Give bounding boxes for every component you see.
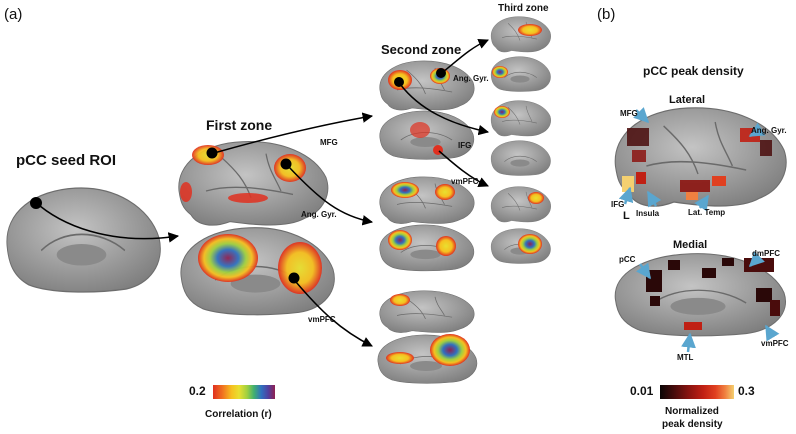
region-label-pcc: pCC (619, 255, 636, 264)
density-colorbar-label-line1: Normalized (665, 406, 719, 417)
arrow-vmpfc-first (295, 281, 373, 347)
region-label-mfg: MFG (620, 109, 638, 118)
third-zone-map-5 (528, 192, 544, 204)
label-vmpfc-2: vmPFC (451, 177, 479, 186)
panel-a-arrows (39, 39, 490, 347)
second-zone-title: Second zone (381, 42, 461, 57)
seed-roi-marker (30, 197, 42, 209)
region-label-ifg: IFG (611, 200, 624, 209)
lateral-view-label: Lateral (669, 94, 705, 106)
second-zone-vmpfc-medial-map-2 (386, 352, 414, 364)
third-zone-map-2 (492, 66, 508, 78)
second-zone-mfg-medial-map (410, 122, 430, 138)
label-ifg-2: IFG (458, 141, 471, 150)
panel-b-title: pCC peak density (643, 64, 744, 78)
region-label-dmpfc: dmPFC (752, 249, 780, 258)
third-zone-brain-5 (490, 186, 552, 223)
density-colorbar (660, 385, 734, 399)
density-colorbar-label-line2: peak density (662, 419, 723, 430)
seed-roi-title: pCC seed ROI (16, 152, 116, 169)
first-zone-medial-vmpfc-map (278, 242, 322, 294)
seed-brain-medial (5, 186, 162, 294)
correlation-colorbar-min: 0.2 (189, 384, 206, 398)
third-zone-brain-1 (490, 16, 552, 53)
panel-b-label: (b) (597, 6, 615, 23)
arrow-anggyr-first (287, 165, 374, 226)
third-zone-brain-3 (490, 100, 552, 137)
first-zone-medial-pcc-map (198, 234, 258, 282)
medial-view-label: Medial (673, 239, 707, 251)
first-zone-vmpfc-marker (288, 272, 300, 284)
third-zone-map-1 (518, 24, 542, 36)
first-zone-title: First zone (206, 117, 272, 133)
region-label-mtl: MTL (677, 353, 694, 362)
arrow-vmpfc-second (438, 150, 489, 187)
arrow-ifg-second (399, 83, 490, 136)
second-zone-vmpfc-lateral-map (390, 294, 410, 306)
label-mfg-1: MFG (320, 138, 338, 147)
label-anggyr-2: Ang. Gyr. (453, 74, 489, 83)
hemisphere-label: L (623, 210, 630, 222)
second-zone-vmpfc-medial-map (430, 334, 470, 366)
label-vmpfc-1: vmPFC (308, 315, 336, 324)
panel-a-label: (a) (4, 6, 22, 23)
region-label-lattemp: Lat. Temp (688, 208, 725, 217)
third-zone-map-6 (518, 234, 542, 254)
region-label-insula: Insula (636, 209, 660, 218)
third-zone-map-3 (494, 106, 510, 118)
arrow-anggyr-second (442, 39, 489, 73)
correlation-colorbar-label: Correlation (r) (205, 409, 272, 420)
second-zone-anggyr-lateral-map-2 (435, 184, 455, 200)
first-zone-mfg-marker (206, 147, 218, 159)
second-zone-mfg-marker-1 (394, 77, 404, 87)
third-zone-title: Third zone (498, 3, 549, 14)
first-zone-lateral-temp-map (228, 193, 268, 203)
region-label-anggyr: Ang. Gyr. (751, 126, 787, 135)
third-zone-brain-4 (490, 140, 551, 176)
arrow-seed-to-first (39, 205, 180, 243)
arrow-mfg-first (213, 112, 374, 154)
density-colorbar-min: 0.01 (630, 384, 654, 398)
second-zone-anggyr-medial-map (388, 230, 412, 250)
second-zone-anggyr-medial-map-2 (436, 236, 456, 256)
label-anggyr-1: Ang. Gyr. (301, 210, 337, 219)
second-zone-anggyr-lateral-map (391, 182, 419, 198)
density-colorbar-max: 0.3 (738, 384, 755, 398)
density-medial-map (646, 258, 780, 330)
second-zone-mfg-marker-2 (436, 68, 446, 78)
region-label-vmpfc: vmPFC (761, 339, 789, 348)
correlation-colorbar (213, 385, 275, 399)
first-zone-lateral-ifg-map (180, 182, 192, 202)
panel-b-pointer-arrows (618, 107, 780, 353)
